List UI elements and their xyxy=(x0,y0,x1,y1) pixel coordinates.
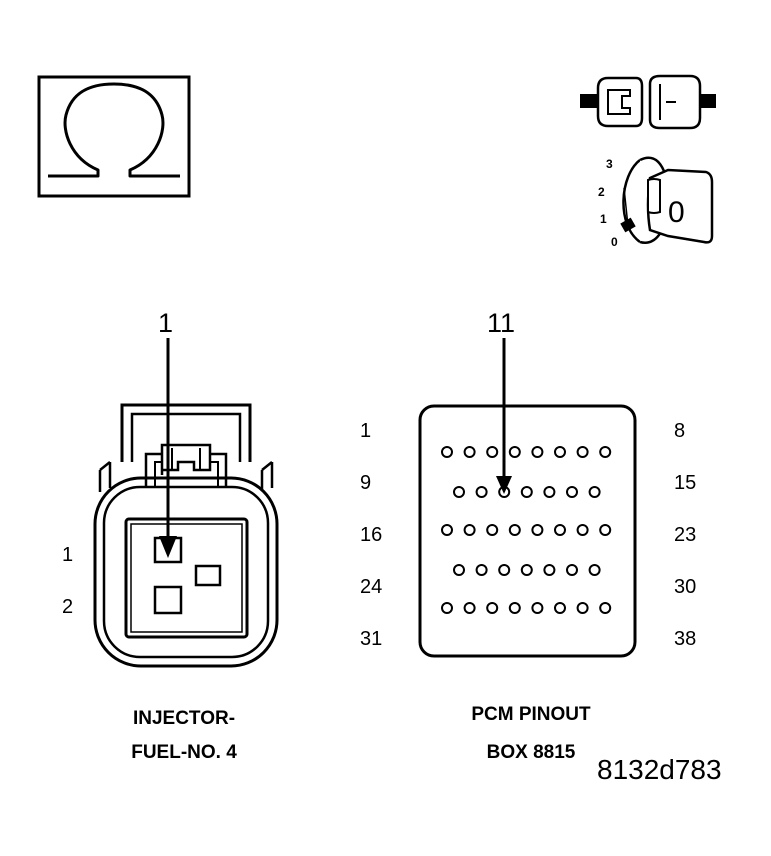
pcm-pin-6 xyxy=(554,446,566,458)
pcm-pin-23 xyxy=(599,524,612,536)
pcm-pin-7 xyxy=(576,446,589,458)
injector-pin-label-2: 2 xyxy=(62,596,73,618)
pcm-row-label-right-3: 23 xyxy=(674,524,696,546)
pcm-row-label-left-1: 1 xyxy=(360,420,371,442)
pcm-pin-15 xyxy=(588,486,601,498)
pcm-pin-13 xyxy=(543,486,556,498)
pcm-pin-22 xyxy=(576,524,589,536)
pcm-connector xyxy=(418,404,637,658)
injector-callout: 1 xyxy=(158,308,177,558)
pcm-pin-32 xyxy=(463,602,476,614)
key-position-2: 2 xyxy=(598,185,605,199)
key-position-0: 0 xyxy=(611,235,618,249)
pcm-pin-30 xyxy=(588,564,601,576)
pcm-pin-36 xyxy=(554,602,566,614)
pcm-pin-3 xyxy=(486,446,499,458)
pcm-pin-9 xyxy=(453,486,465,498)
pcm-row-label-left-5: 31 xyxy=(360,628,382,650)
ignition-key-icon: 3 2 1 0 0 xyxy=(598,156,714,249)
pcm-row-label-right-4: 30 xyxy=(674,576,696,598)
injector-pin-label-1: 1 xyxy=(62,544,73,566)
pcm-pin-24 xyxy=(453,564,465,576)
injector-callout-number: 1 xyxy=(158,308,173,338)
pcm-pin-18 xyxy=(486,524,499,536)
injector-pin-keyway xyxy=(194,564,222,587)
key-label: 0 xyxy=(668,196,685,229)
pcm-pin-19 xyxy=(508,524,521,536)
figure-code: 8132d783 xyxy=(597,754,722,785)
pcm-pin-35 xyxy=(531,602,544,614)
pcm-caption-line1: PCM PINOUT xyxy=(471,704,591,725)
pcm-caption-line2: BOX 8815 xyxy=(487,742,576,763)
pcm-pin-34 xyxy=(508,602,521,614)
injector-caption-line1: INJECTOR- xyxy=(133,708,235,729)
pcm-pin-38 xyxy=(599,602,612,614)
pcm-pin-21 xyxy=(554,524,566,536)
pcm-pin-grid xyxy=(441,446,612,614)
pcm-row-label-left-4: 24 xyxy=(360,576,382,598)
pcm-callout: 11 xyxy=(487,308,515,494)
pcm-row-label-left-2: 9 xyxy=(360,472,371,494)
pcm-pin-37 xyxy=(576,602,589,614)
pcm-row-label-right-5: 38 xyxy=(674,628,696,650)
pcm-pin-17 xyxy=(463,524,476,536)
pcm-pin-33 xyxy=(486,602,499,614)
pcm-row-label-left-3: 16 xyxy=(360,524,382,546)
pcm-pin-31 xyxy=(441,602,453,614)
pcm-pin-28 xyxy=(543,564,556,576)
key-position-3: 3 xyxy=(606,157,613,171)
pcm-pin-5 xyxy=(531,446,544,458)
pcm-callout-number: 11 xyxy=(487,308,515,338)
pcm-pin-27 xyxy=(520,564,533,576)
ohm-icon xyxy=(37,75,191,198)
pcm-pin-4 xyxy=(508,446,521,458)
injector-pin-2 xyxy=(153,585,183,615)
pcm-pin-1 xyxy=(441,446,453,458)
injector-connector xyxy=(93,403,279,668)
pcm-pin-14 xyxy=(566,486,578,498)
pcm-pin-16 xyxy=(441,524,453,536)
injector-caption-line2: FUEL-NO. 4 xyxy=(131,742,237,763)
pcm-pin-20 xyxy=(531,524,544,536)
pcm-row-label-right-1: 8 xyxy=(674,420,685,442)
pcm-row-label-right-2: 15 xyxy=(674,472,696,494)
pcm-pin-10 xyxy=(475,486,488,498)
pcm-pin-26 xyxy=(498,564,511,576)
key-position-1: 1 xyxy=(600,212,607,226)
pcm-pin-2 xyxy=(463,446,476,458)
pcm-pin-25 xyxy=(475,564,488,576)
pcm-pin-12 xyxy=(520,486,533,498)
disconnected-connector-icon xyxy=(580,74,716,130)
pcm-pin-29 xyxy=(566,564,578,576)
pcm-pin-8 xyxy=(599,446,612,458)
